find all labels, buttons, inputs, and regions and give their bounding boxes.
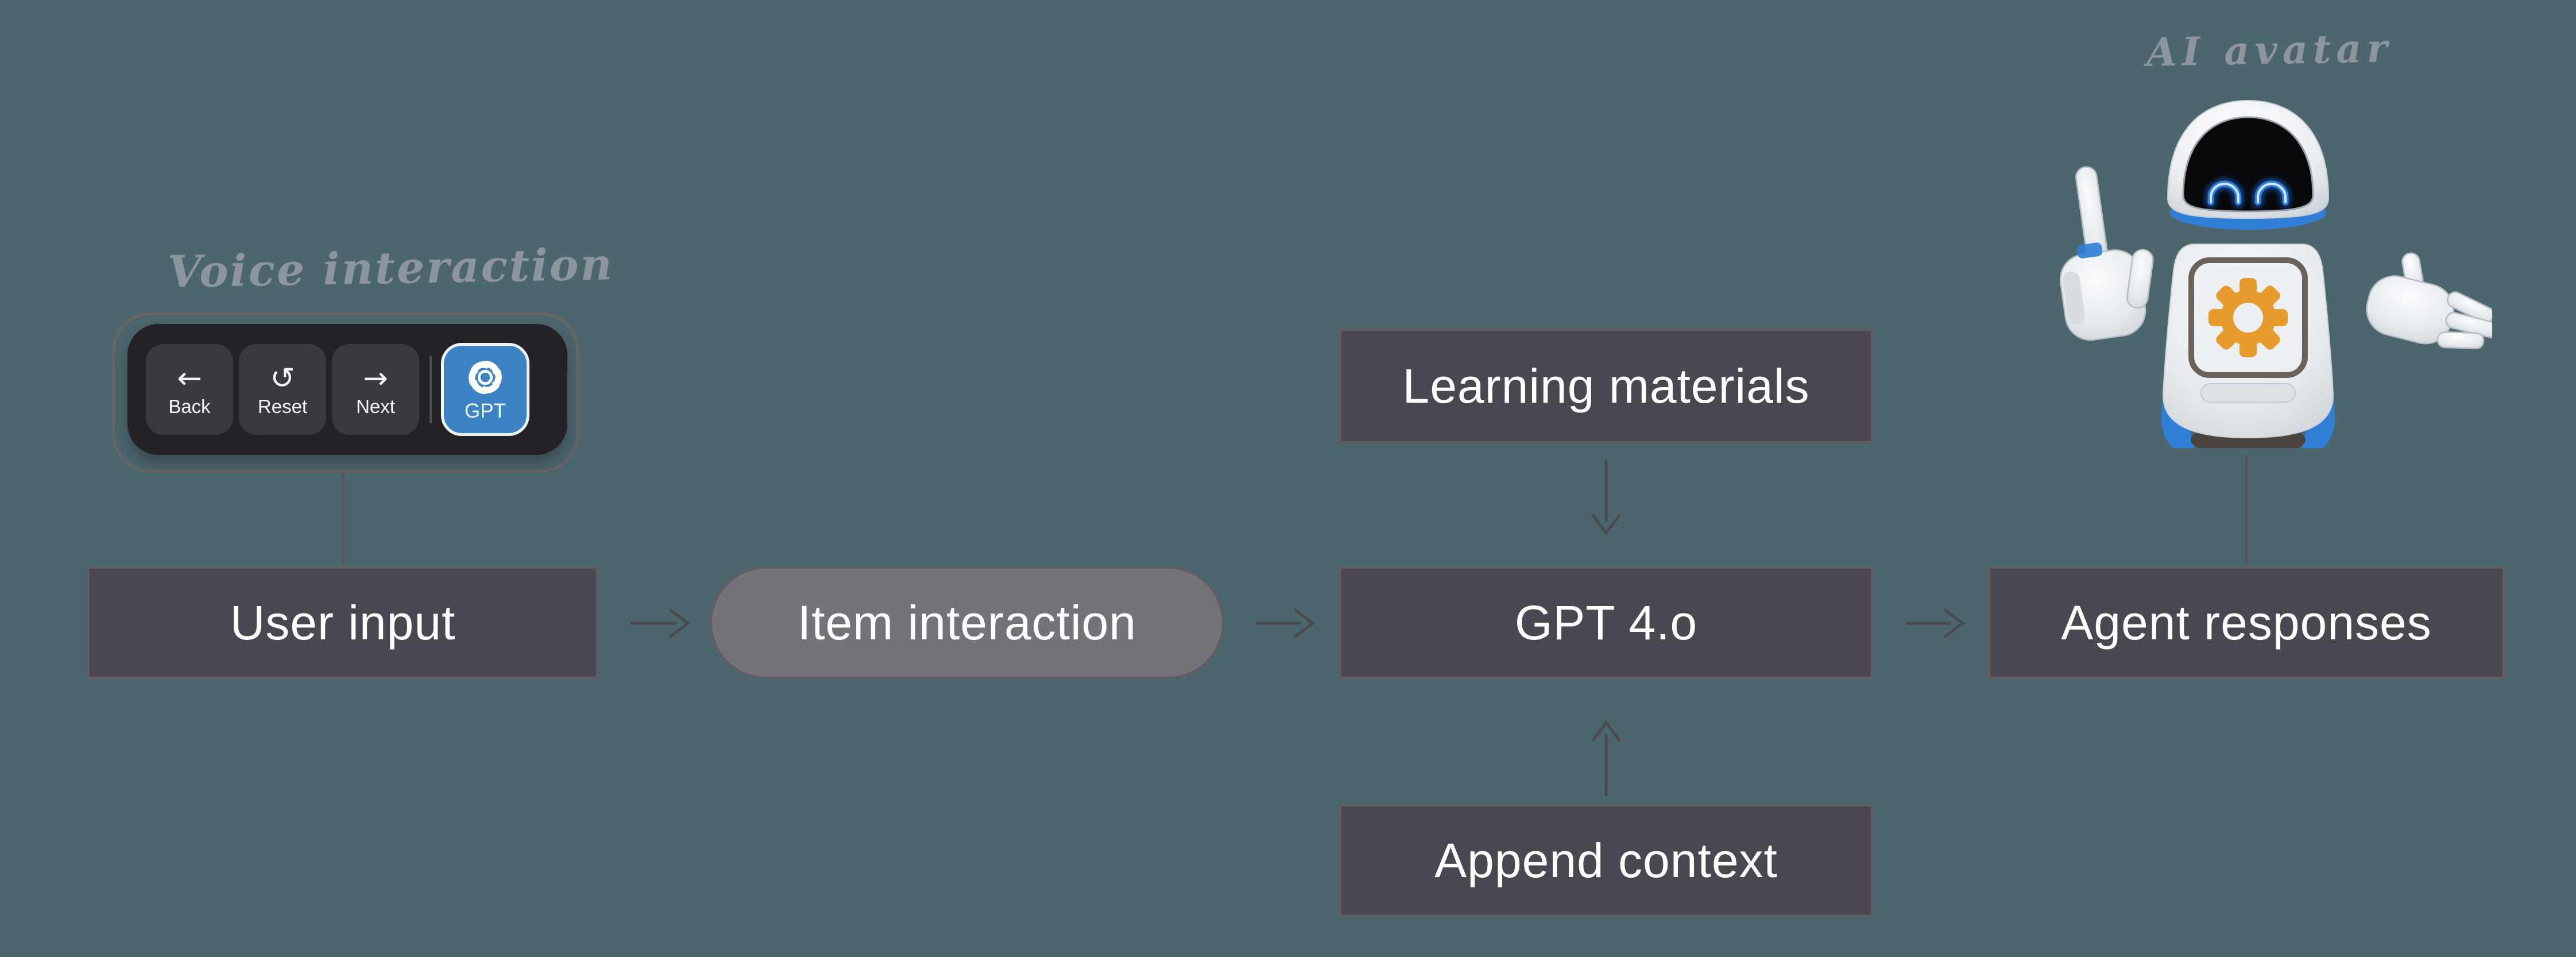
arrow-gpt-to-agent <box>1906 608 1966 638</box>
node-append-context: Append context <box>1339 804 1873 917</box>
node-learning-materials: Learning materials <box>1339 329 1873 443</box>
node-user-input: User input <box>87 566 598 679</box>
gear-icon <box>2208 278 2288 357</box>
gpt-button-label: GPT <box>465 399 506 422</box>
gpt-button[interactable]: GPT <box>441 343 529 436</box>
back-arrow-icon: ← <box>177 361 202 396</box>
arrow-item-to-gpt <box>1256 608 1316 638</box>
arrow-user-to-item <box>631 608 691 638</box>
voice-toolbar: ← Back ↺ Reset → Next GPT <box>127 324 567 455</box>
node-learning-materials-label: Learning materials <box>1402 358 1810 413</box>
node-user-input-label: User input <box>230 595 456 650</box>
back-button[interactable]: ← Back <box>146 344 233 435</box>
node-item-interaction: Item interaction <box>710 566 1224 679</box>
robot-left-hand <box>2059 166 2154 341</box>
toolbar-separator <box>430 356 432 423</box>
reset-button[interactable]: ↺ Reset <box>239 344 326 435</box>
node-agent-responses: Agent responses <box>1988 566 2505 679</box>
next-button-label: Next <box>356 395 395 417</box>
reset-button-label: Reset <box>257 395 308 417</box>
robot-right-hand <box>2366 252 2492 350</box>
toolbar-outline <box>113 312 579 472</box>
next-button[interactable]: → Next <box>332 344 419 435</box>
back-button-label: Back <box>168 395 211 417</box>
node-item-interaction-label: Item interaction <box>797 595 1137 650</box>
openai-logo-icon <box>469 360 502 394</box>
ai-avatar-label: AI avatar <box>2146 25 2393 76</box>
node-append-context-label: Append context <box>1434 833 1778 887</box>
node-gpt-4o-label: GPT 4.o <box>1514 595 1698 650</box>
robot-body <box>2161 244 2335 448</box>
reset-icon: ↺ <box>270 361 295 396</box>
node-agent-responses-label: Agent responses <box>2061 595 2432 650</box>
arrow-learning-to-gpt <box>1591 460 1621 536</box>
robot-groove <box>2200 383 2296 403</box>
robot-avatar <box>2059 99 2492 448</box>
robot-eyes <box>2206 179 2291 207</box>
robot-chest-panel <box>2188 257 2308 378</box>
voice-interaction-label: Voice interaction <box>167 238 614 298</box>
next-arrow-icon: → <box>363 361 388 396</box>
node-gpt-4o: GPT 4.o <box>1339 566 1873 679</box>
robot-head <box>2167 99 2330 230</box>
arrow-append-to-gpt <box>1591 720 1621 796</box>
